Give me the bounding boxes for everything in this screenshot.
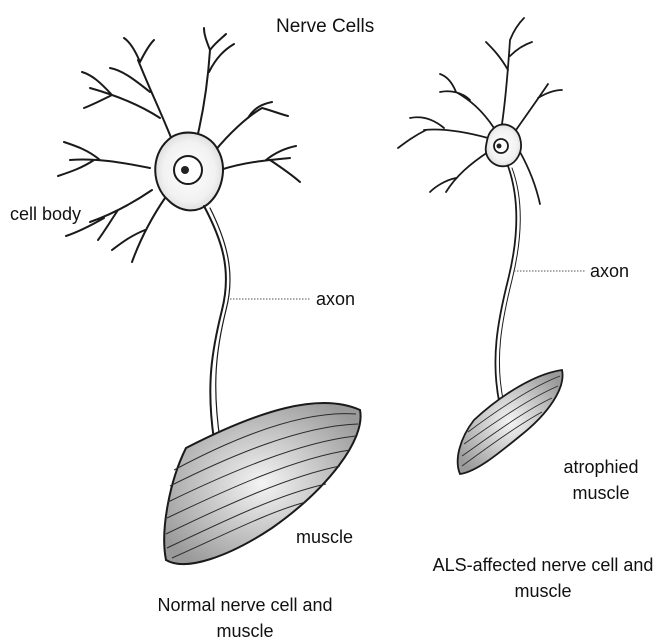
leader-lines (230, 271, 586, 299)
diagram-title: Nerve Cells (276, 16, 374, 38)
normal-neuron (58, 28, 300, 440)
als-axon (495, 166, 516, 406)
normal-nucleolus (181, 166, 189, 174)
als-neuron (398, 18, 562, 406)
als-caption: ALS-affected nerve cell and muscle (432, 552, 654, 604)
cell-body-label: cell body (10, 203, 81, 225)
normal-muscle-label: muscle (296, 526, 353, 548)
als-dendrites (398, 18, 562, 204)
als-nucleolus (497, 144, 502, 149)
normal-caption: Normal nerve cell and muscle (130, 592, 360, 644)
als-muscle-label: atrophied muscle (546, 454, 656, 506)
als-axon-label: axon (590, 260, 629, 282)
normal-axon-label: axon (316, 288, 355, 310)
